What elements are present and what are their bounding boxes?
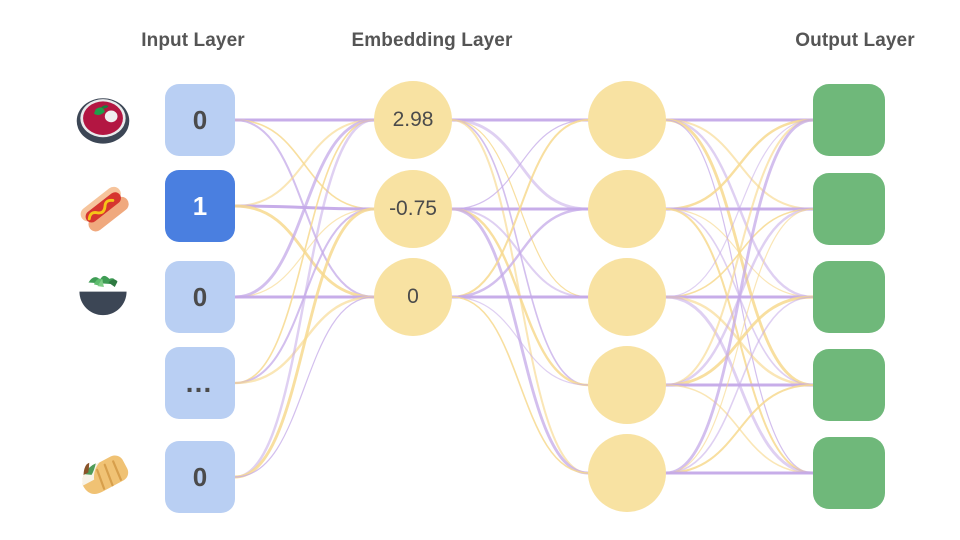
- hidden-node-2[interactable]: [588, 258, 666, 336]
- edge-embedding-1-hidden-4: [450, 207, 590, 475]
- input-node-2[interactable]: 0: [165, 261, 235, 333]
- edge-hidden-4-output-3: [664, 383, 815, 475]
- edge-input-0-embedding-1: [234, 119, 375, 210]
- input-node-1-value: 1: [192, 190, 208, 221]
- edge-hidden-2-output-4: [664, 295, 815, 475]
- hidden-node-0[interactable]: [588, 81, 666, 159]
- hidden-node-3[interactable]: [588, 346, 666, 424]
- edge-embedding-1-hidden-0: [451, 119, 589, 210]
- input-node-ellipsis-value: …: [184, 366, 216, 398]
- input-node-ellipsis[interactable]: …: [165, 347, 235, 419]
- edge-embedding-1-hidden-3: [450, 207, 590, 387]
- edge-input-3-embedding-1: [233, 207, 376, 385]
- output-node-0[interactable]: [813, 84, 885, 156]
- input-node-0-value: 0: [192, 104, 208, 135]
- edge-hidden-4-output-0: [664, 118, 815, 475]
- output-node-4[interactable]: [813, 437, 885, 509]
- embedding-node-0-value: 2.98: [392, 108, 434, 131]
- edge-input-1-embedding-1: [233, 204, 376, 211]
- edge-hidden-0-output-3: [664, 118, 815, 387]
- edge-hidden-2-output-3: [664, 295, 815, 387]
- edge-embedding-2-hidden-3: [451, 296, 589, 386]
- edge-hidden-3-output-1: [664, 207, 815, 387]
- hidden-node-1[interactable]: [588, 170, 666, 248]
- edge-hidden-3-output-2: [664, 295, 815, 387]
- embedding-node-2[interactable]: 0: [374, 258, 452, 336]
- edge-hidden-1-output-2: [665, 208, 814, 298]
- hidden-node-4[interactable]: [588, 434, 666, 512]
- edge-input-3-embedding-0: [234, 119, 375, 384]
- edge-hidden-2-output-0: [665, 119, 814, 298]
- edge-embedding-2-hidden-0: [450, 118, 590, 299]
- edge-input-2-embedding-1: [234, 208, 375, 298]
- edge-input-0-embedding-2: [233, 118, 376, 299]
- edge-embedding-2-hidden-1: [450, 207, 590, 299]
- layer-title-output: Output Layer: [795, 30, 915, 51]
- hot-dog-icon: [74, 178, 132, 236]
- embedding-node-2-value: 0: [407, 285, 419, 308]
- edge-hidden-4-output-2: [665, 296, 814, 474]
- edge-embedding-1-hidden-2: [450, 207, 590, 299]
- soup-bowl-icon: [74, 91, 132, 149]
- edge-input-1-embedding-2: [233, 204, 376, 299]
- layer-title-embedding: Embedding Layer: [351, 30, 513, 51]
- edge-hidden-3-output-4: [665, 384, 814, 474]
- edge-hidden-1-output-4: [664, 207, 815, 475]
- embedding-node-0[interactable]: 2.98: [374, 81, 452, 159]
- edge-input-4-embedding-2: [234, 296, 375, 478]
- output-node-3[interactable]: [813, 349, 885, 421]
- edge-hidden-0-output-1: [664, 118, 815, 211]
- output-node-2[interactable]: [813, 261, 885, 333]
- edge-input-1-embedding-0: [233, 118, 376, 208]
- edge-hidden-3-output-0: [664, 118, 815, 387]
- edge-embedding-0-hidden-4: [450, 118, 590, 475]
- input-node-2-value: 0: [192, 281, 208, 312]
- output-node-1[interactable]: [813, 173, 885, 245]
- edge-input-4-embedding-0: [233, 118, 376, 479]
- input-node-4-value: 0: [192, 461, 208, 492]
- edge-input-3-embedding-2: [233, 295, 376, 385]
- edge-hidden-0-output-2: [664, 118, 815, 299]
- edge-hidden-4-output-1: [665, 208, 814, 474]
- edge-hidden-1-output-3: [665, 208, 814, 386]
- embedding-node-1-value: -0.75: [389, 197, 437, 220]
- layer-title-input: Input Layer: [141, 30, 245, 51]
- input-node-0[interactable]: 0: [165, 84, 235, 156]
- burrito-icon: [74, 448, 132, 506]
- salad-bowl-icon: [74, 268, 132, 326]
- edge-hidden-0-output-4: [665, 119, 814, 474]
- edge-embedding-0-hidden-3: [451, 119, 589, 386]
- input-node-1[interactable]: 1: [165, 170, 235, 242]
- edge-hidden-1-output-0: [664, 118, 815, 211]
- edge-embedding-0-hidden-1: [450, 118, 590, 211]
- edge-input-4-embedding-1: [233, 207, 376, 479]
- embedding-node-1[interactable]: -0.75: [374, 170, 452, 248]
- edge-embedding-2-hidden-4: [451, 296, 589, 474]
- edge-embedding-0-hidden-2: [451, 119, 589, 298]
- edge-input-2-embedding-0: [233, 118, 376, 299]
- edge-hidden-2-output-1: [665, 208, 814, 298]
- input-node-4[interactable]: 0: [165, 441, 235, 513]
